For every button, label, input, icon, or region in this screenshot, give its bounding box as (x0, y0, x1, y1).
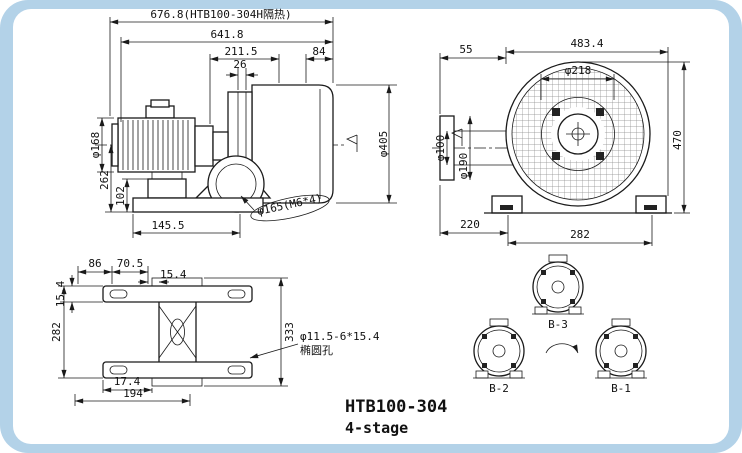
side-view: 676.8(HTB100-304H隔热) 641.8 211.5 84 26 φ… (89, 8, 397, 238)
pedestal (132, 155, 272, 213)
motor-fins (122, 120, 189, 170)
front-view: 55 483.4 φ218 φ100 φ190 470 220 282 (432, 37, 690, 246)
dim-flange-thickness-label: 26 (233, 58, 246, 71)
outlet-circle (541, 97, 615, 171)
orientation-views: B-3 B-2 (473, 254, 647, 395)
dim-foot-span-label: 282 (570, 228, 590, 241)
dim-flange-height-label: 15.4 (54, 280, 67, 307)
model-title: HTB100-304 (345, 397, 447, 417)
dim-overall-insulated-label: 676.8(HTB100-304H隔热) (150, 8, 291, 21)
dim-inlet-offset-label: 55 (459, 43, 472, 56)
bracket-body (102, 277, 253, 387)
dim-overall-label: 333 (283, 322, 296, 342)
motor (111, 99, 229, 173)
orientation-view-b2: B-2 (473, 318, 525, 395)
front-feet (484, 195, 672, 214)
dim-housing-diameter-label: φ405 (377, 131, 390, 158)
impeller-face (505, 61, 651, 207)
base-plate (132, 197, 264, 213)
motor-foot (147, 178, 187, 199)
dim-d-label: 17.4 (114, 375, 141, 388)
motor-adapter (194, 125, 214, 167)
dim-overall-label: 641.8 (210, 28, 243, 41)
dim-rear-section-label: 84 (312, 45, 326, 58)
dim-height-label: 282 (50, 322, 63, 342)
dim-inlet-flange-diameter-label: φ190 (457, 153, 470, 180)
dim-a-label: 86 (88, 257, 101, 270)
terminal-box (145, 105, 175, 119)
dim-motor-diameter-label: φ168 (89, 132, 102, 159)
oval-slot (227, 289, 246, 299)
dim-overall-height-label: 470 (671, 130, 684, 150)
dim-center-height-label: 262 (98, 170, 111, 190)
base-bracket-view: 15.4 86 70.5 15.4 282 333 17.4 194 φ11.5… (50, 257, 380, 406)
dim-b-label: 70.5 (117, 257, 144, 270)
dim-base-length-label: 145.5 (151, 219, 184, 232)
dim-motor-section-label: 211.5 (224, 45, 257, 58)
title-block: HTB100-304 4-stage (345, 397, 447, 437)
side-dimension-lines (99, 19, 392, 236)
b1-label: B-1 (611, 382, 631, 395)
orientation-view-b3: B-3 (532, 254, 584, 331)
bolt-circle-balloon (250, 194, 330, 222)
dim-c-label: 15.4 (160, 268, 187, 281)
oval-slot (109, 365, 128, 375)
hub (557, 113, 599, 155)
dim-overall-width-label: 483.4 (570, 37, 603, 50)
dim-outlet-diameter-label: φ218 (565, 64, 592, 77)
oval-slot (227, 365, 246, 375)
hole-note-line1: φ11.5-6*15.4 (300, 330, 380, 343)
rotation-arrow-icon (545, 343, 579, 354)
dim-width-label: 194 (123, 387, 143, 400)
b2-label: B-2 (489, 382, 509, 395)
dim-foot-left-label: 220 (460, 218, 480, 231)
orientation-view-b1: B-1 (595, 318, 647, 395)
hole-note-line2: 椭圆孔 (300, 343, 333, 357)
oval-slot (109, 289, 128, 299)
dim-inlet-diameter-label: φ100 (434, 135, 447, 162)
dim-foot-height-label: 102 (114, 186, 127, 206)
stage-subtitle: 4-stage (345, 419, 408, 437)
b3-label: B-3 (548, 318, 568, 331)
bracket-dimension-lines (61, 269, 299, 404)
front-dimension-lines (439, 49, 687, 246)
